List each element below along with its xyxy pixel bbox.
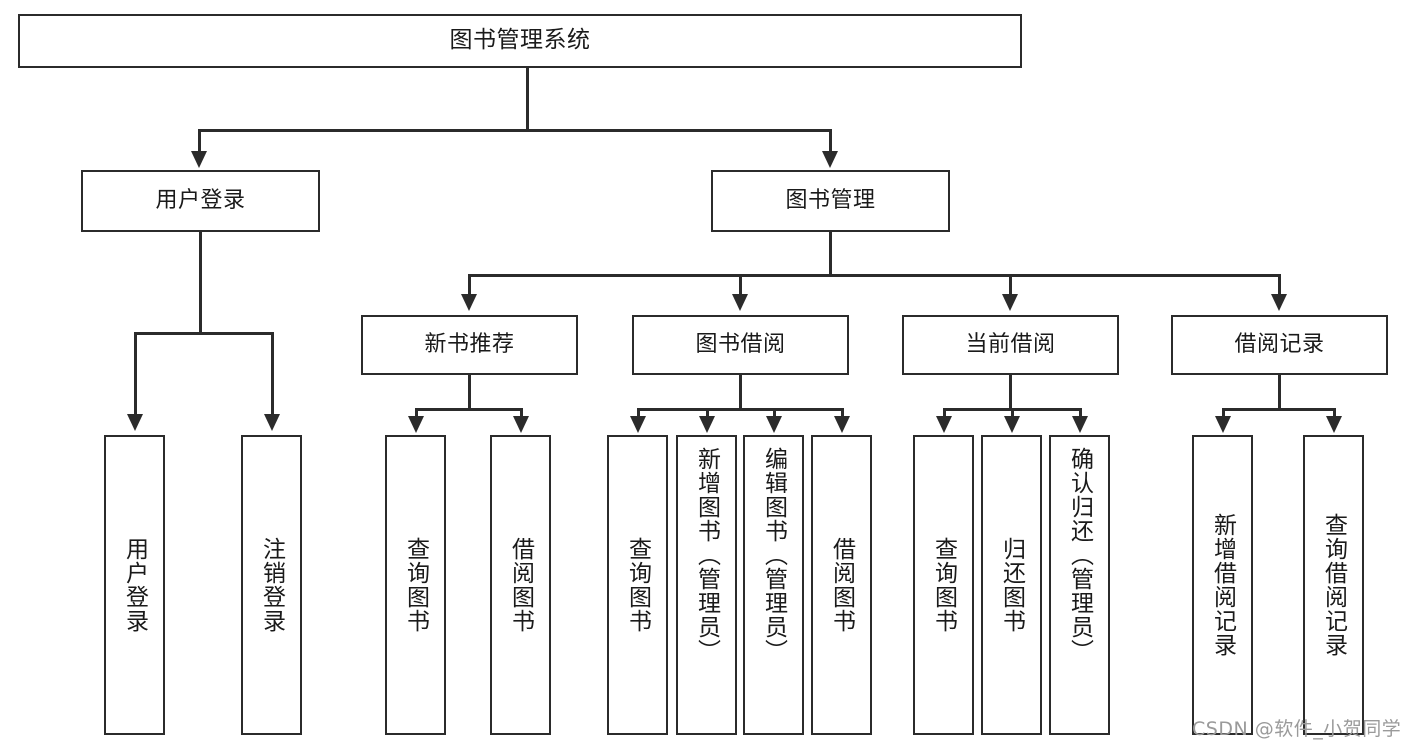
node-book-borrow[interactable]: 图书借阅 xyxy=(632,315,849,375)
node-user-login[interactable]: 用户登录 xyxy=(81,170,320,232)
connector-cb-c1 xyxy=(943,408,946,418)
leaf-label: 查询图书 xyxy=(624,537,651,633)
leaf-label: 查询图书 xyxy=(402,537,429,633)
arrow-to-leaf-return-book xyxy=(1004,416,1020,433)
connector-bb-c2 xyxy=(706,408,709,418)
connector-nbr-stem xyxy=(468,375,471,410)
arrow-to-borrow-record xyxy=(1271,294,1287,311)
connector-bm-to-borrow-record xyxy=(1278,274,1281,296)
leaf-label: 注销登录 xyxy=(258,537,285,633)
connector-user-login-stem xyxy=(199,232,202,334)
leaf-user-logout[interactable]: 注销登录 xyxy=(241,435,302,735)
node-label: 图书管理系统 xyxy=(449,27,591,54)
arrow-to-leaf-edit-book xyxy=(766,416,782,433)
node-borrow-record[interactable]: 借阅记录 xyxy=(1171,315,1388,375)
connector-bm-to-current-borrow xyxy=(1009,274,1012,296)
connector-br-left xyxy=(1222,408,1225,418)
arrow-to-leaf-query-book-1 xyxy=(408,416,424,433)
connector-root-bus xyxy=(198,129,830,132)
leaf-label: 新增图书（管理员） xyxy=(693,447,720,663)
connector-root-stem xyxy=(526,68,529,131)
connector-book-manage-bus xyxy=(468,274,1280,277)
leaf-add-borrow-record[interactable]: 新增借阅记录 xyxy=(1192,435,1253,735)
node-label: 新书推荐 xyxy=(424,331,515,357)
leaf-query-book-new-rec[interactable]: 查询图书 xyxy=(385,435,446,735)
leaf-label: 借阅图书 xyxy=(507,537,534,633)
leaf-add-book[interactable]: 新增图书（管理员） xyxy=(676,435,737,735)
connector-user-login-left xyxy=(134,332,137,416)
leaf-label: 查询借阅记录 xyxy=(1320,513,1347,657)
connector-bm-to-book-borrow xyxy=(739,274,742,296)
connector-br-bus xyxy=(1222,408,1335,411)
node-current-borrow[interactable]: 当前借阅 xyxy=(902,315,1119,375)
arrow-to-leaf-add-book xyxy=(699,416,715,433)
leaf-label: 借阅图书 xyxy=(828,537,855,633)
connector-br-stem xyxy=(1278,375,1281,410)
leaf-query-book-current[interactable]: 查询图书 xyxy=(913,435,974,735)
connector-br-right xyxy=(1333,408,1336,418)
leaf-label: 确认归还（管理员） xyxy=(1066,447,1093,663)
leaf-edit-book[interactable]: 编辑图书（管理员） xyxy=(743,435,804,735)
connector-cb-c2 xyxy=(1011,408,1014,418)
arrow-to-leaf-query-book-3 xyxy=(936,416,952,433)
node-label: 当前借阅 xyxy=(965,331,1056,357)
connector-cb-c3 xyxy=(1079,408,1082,418)
arrow-to-book-borrow xyxy=(732,294,748,311)
arrow-to-leaf-user-login xyxy=(127,414,143,431)
connector-book-manage-stem xyxy=(829,232,832,276)
node-label: 借阅记录 xyxy=(1234,331,1325,357)
leaf-label: 归还图书 xyxy=(998,537,1025,633)
arrow-to-leaf-add-record xyxy=(1215,416,1231,433)
node-root-system[interactable]: 图书管理系统 xyxy=(18,14,1022,68)
leaf-borrow-book-new-rec[interactable]: 借阅图书 xyxy=(490,435,551,735)
arrow-to-new-book-rec xyxy=(461,294,477,311)
connector-bm-to-new-book-rec xyxy=(468,274,471,296)
node-new-book-rec[interactable]: 新书推荐 xyxy=(361,315,578,375)
leaf-user-login[interactable]: 用户登录 xyxy=(104,435,165,735)
leaf-label: 用户登录 xyxy=(121,537,148,633)
arrow-to-leaf-borrow-book-2 xyxy=(834,416,850,433)
leaf-return-book[interactable]: 归还图书 xyxy=(981,435,1042,735)
connector-root-to-book-manage xyxy=(829,129,832,153)
leaf-query-borrow-record[interactable]: 查询借阅记录 xyxy=(1303,435,1364,735)
connector-user-login-bus xyxy=(134,332,273,335)
arrow-to-leaf-query-book-2 xyxy=(630,416,646,433)
connector-nbr-bus xyxy=(415,408,522,411)
leaf-confirm-return[interactable]: 确认归还（管理员） xyxy=(1049,435,1110,735)
arrow-to-current-borrow xyxy=(1002,294,1018,311)
node-label: 图书借阅 xyxy=(695,331,786,357)
arrow-to-leaf-confirm-return xyxy=(1072,416,1088,433)
leaf-label: 编辑图书（管理员） xyxy=(760,447,787,663)
connector-bb-stem xyxy=(739,375,742,410)
connector-bb-c4 xyxy=(841,408,844,418)
connector-nbr-left xyxy=(415,408,418,418)
connector-root-to-user-login xyxy=(198,129,201,153)
node-label: 用户登录 xyxy=(155,187,246,213)
csdn-watermark: CSDN @软件_小贺同学 xyxy=(1192,718,1402,740)
arrow-to-user-login xyxy=(191,151,207,168)
arrow-to-leaf-borrow-book-1 xyxy=(513,416,529,433)
node-book-manage[interactable]: 图书管理 xyxy=(711,170,950,232)
connector-bb-c3 xyxy=(773,408,776,418)
arrow-to-book-manage xyxy=(822,151,838,168)
connector-bb-bus xyxy=(637,408,843,411)
leaf-label: 查询图书 xyxy=(930,537,957,633)
arrow-to-leaf-query-record xyxy=(1326,416,1342,433)
connector-nbr-right xyxy=(520,408,523,418)
node-label: 图书管理 xyxy=(785,187,876,213)
arrow-to-leaf-user-logout xyxy=(264,414,280,431)
leaf-label: 新增借阅记录 xyxy=(1209,513,1236,657)
leaf-query-book-borrow[interactable]: 查询图书 xyxy=(607,435,668,735)
connector-user-login-right xyxy=(271,332,274,416)
connector-bb-c1 xyxy=(637,408,640,418)
leaf-borrow-book-borrow[interactable]: 借阅图书 xyxy=(811,435,872,735)
connector-cb-stem xyxy=(1009,375,1012,410)
